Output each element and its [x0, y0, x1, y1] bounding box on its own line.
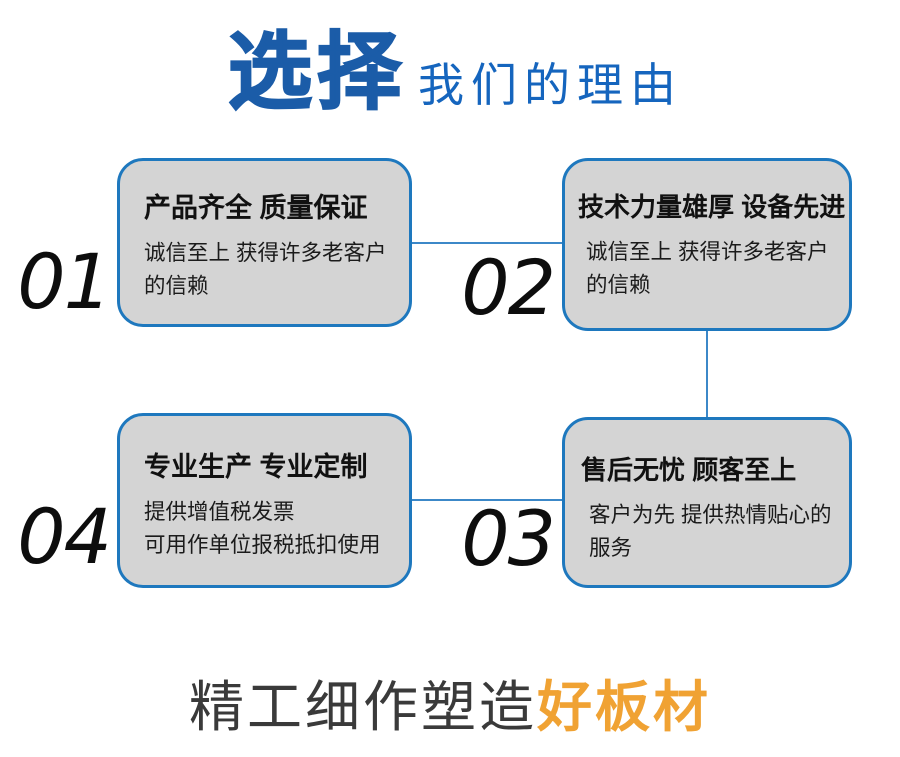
connector-box2-box3: [706, 331, 708, 417]
feature-title-03: 售后无忧 顾客至上: [581, 455, 797, 485]
feature-number-01: 01: [17, 237, 112, 326]
feature-desc-line: 服务: [589, 535, 633, 560]
feature-desc-line: 的信赖: [586, 272, 651, 297]
feature-desc-03: 客户为先 提供热情贴心的 服务: [581, 499, 843, 565]
feature-number-04: 04: [17, 492, 112, 581]
feature-desc-line: 的信赖: [144, 274, 209, 299]
feature-card-01: 产品齐全 质量保证 诚信至上 获得许多老客户 的信赖: [117, 158, 412, 327]
title-secondary: 我们的理由: [418, 59, 684, 111]
feature-card-03: 售后无忧 顾客至上 客户为先 提供热情贴心的 服务: [562, 417, 852, 588]
feature-number-02: 02: [461, 243, 556, 332]
slogan-highlight: 好板材: [537, 676, 712, 738]
feature-desc-line: 诚信至上 获得许多老客户: [144, 241, 387, 266]
connector-box4-box3: [412, 499, 562, 501]
feature-desc-line: 诚信至上 获得许多老客户: [586, 239, 829, 264]
feature-desc-line: 可用作单位报税抵扣使用: [144, 533, 381, 558]
page-title: 选择 我们的理由: [227, 25, 684, 119]
feature-desc-04: 提供增值税发票 可用作单位报税抵扣使用: [144, 496, 393, 562]
feature-desc-01: 诚信至上 获得许多老客户 的信赖: [144, 237, 393, 303]
connector-box1-box2: [412, 242, 562, 244]
feature-title-01: 产品齐全 质量保证: [144, 193, 368, 223]
slogan: 精工细作塑造好板材: [0, 676, 900, 739]
title-primary: 选择: [227, 25, 407, 119]
feature-desc-line: 客户为先 提供热情贴心的: [589, 502, 832, 527]
feature-desc-02: 诚信至上 获得许多老客户 的信赖: [578, 236, 843, 302]
feature-card-04: 专业生产 专业定制 提供增值税发票 可用作单位报税抵扣使用: [117, 413, 412, 588]
slogan-text: 精工细作塑造: [188, 676, 537, 738]
feature-title-02: 技术力量雄厚 设备先进: [578, 192, 846, 222]
feature-title-04: 专业生产 专业定制: [144, 452, 368, 482]
feature-number-03: 03: [461, 494, 556, 583]
feature-card-02: 技术力量雄厚 设备先进 诚信至上 获得许多老客户 的信赖: [562, 158, 852, 331]
feature-desc-line: 提供增值税发票: [144, 500, 295, 525]
